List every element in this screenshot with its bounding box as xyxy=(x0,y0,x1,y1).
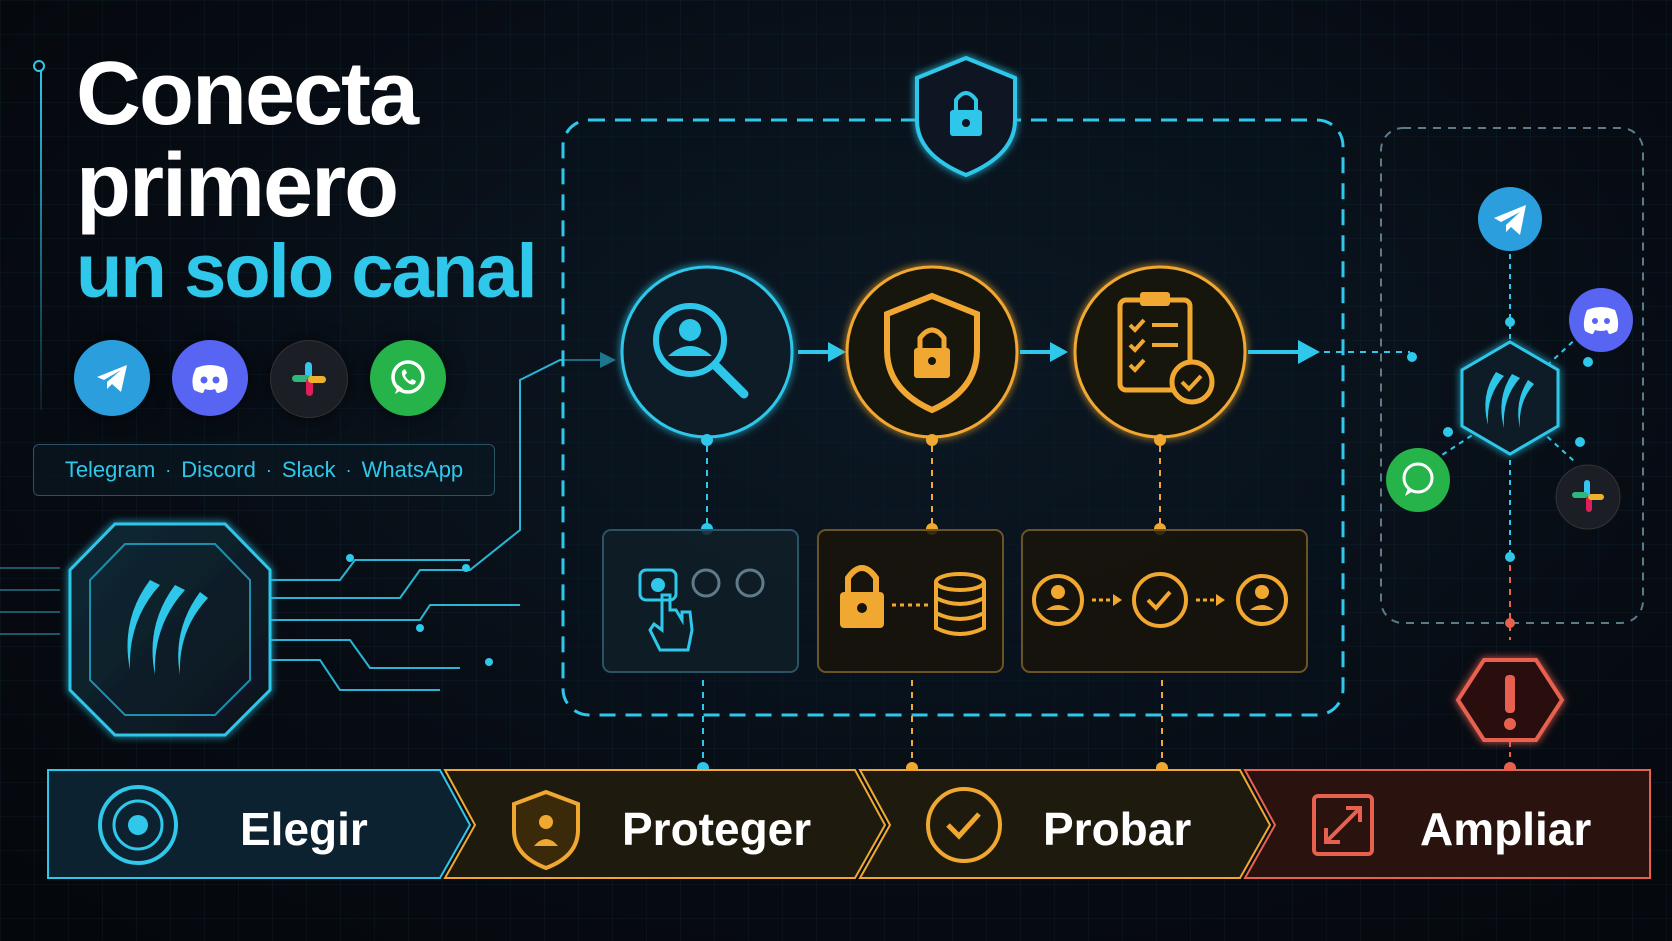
channel-icons xyxy=(74,340,446,418)
step-3-checklist xyxy=(1073,265,1247,439)
separator: · xyxy=(165,459,172,480)
separator: · xyxy=(265,459,272,480)
arrow-head xyxy=(600,352,616,368)
page-title: Conecta primero un solo canal xyxy=(76,44,538,318)
stage-elegir xyxy=(47,769,472,879)
connector-dot xyxy=(1154,434,1166,446)
title-accent-dot xyxy=(33,60,45,72)
circuit-nodes xyxy=(346,554,493,666)
stage-label-ampliar: Ampliar xyxy=(1420,803,1592,855)
whatsapp-icon[interactable] xyxy=(370,340,446,416)
stage-label-probar: Probar xyxy=(1043,803,1192,855)
title-line-2: primero xyxy=(76,136,399,236)
telegram-node-icon xyxy=(1478,187,1542,251)
claw-logo-icon xyxy=(68,522,272,737)
warning-icon xyxy=(1455,658,1565,742)
channel-chip: Slack xyxy=(281,457,336,482)
stage-probar xyxy=(858,769,1272,879)
detail-box-selection xyxy=(602,529,799,673)
arrow-head xyxy=(828,342,846,362)
claw-hub-icon xyxy=(1460,340,1560,456)
connector-dot xyxy=(926,434,938,446)
step-1-user-search xyxy=(620,265,794,439)
step-2-shield-lock xyxy=(845,265,1019,439)
slack-node-icon xyxy=(1555,464,1621,530)
title-line-3: un solo canal xyxy=(76,229,538,314)
channel-chip: WhatsApp xyxy=(361,457,464,482)
whatsapp-node-icon xyxy=(1386,448,1450,512)
stage-label-elegir: Elegir xyxy=(240,803,368,855)
stage-proteger xyxy=(443,769,887,879)
detail-box-user-verify xyxy=(1021,529,1308,673)
circuit-lines xyxy=(0,359,610,691)
title-line-1: Conecta xyxy=(76,44,419,144)
arrow-head xyxy=(1050,342,1068,362)
discord-icon[interactable] xyxy=(172,340,248,416)
channel-list: Telegram · Discord · Slack · WhatsApp xyxy=(33,444,495,496)
connector-dot xyxy=(701,434,713,446)
expansion-nodes xyxy=(1407,317,1593,562)
connector-dot xyxy=(1505,618,1515,628)
separator: · xyxy=(345,459,352,480)
slack-icon[interactable] xyxy=(270,340,348,418)
stage-label-proteger: Proteger xyxy=(622,803,812,855)
arrow-head xyxy=(1298,340,1320,364)
discord-node-icon xyxy=(1569,288,1633,352)
channel-chip: Telegram xyxy=(64,457,156,482)
title-accent-line xyxy=(40,70,42,410)
shield-lock-icon xyxy=(915,55,1017,178)
stage-ampliar xyxy=(1243,769,1651,879)
channel-chip: Discord xyxy=(181,457,256,482)
telegram-icon[interactable] xyxy=(74,340,150,416)
detail-box-lock-database xyxy=(817,529,1004,673)
